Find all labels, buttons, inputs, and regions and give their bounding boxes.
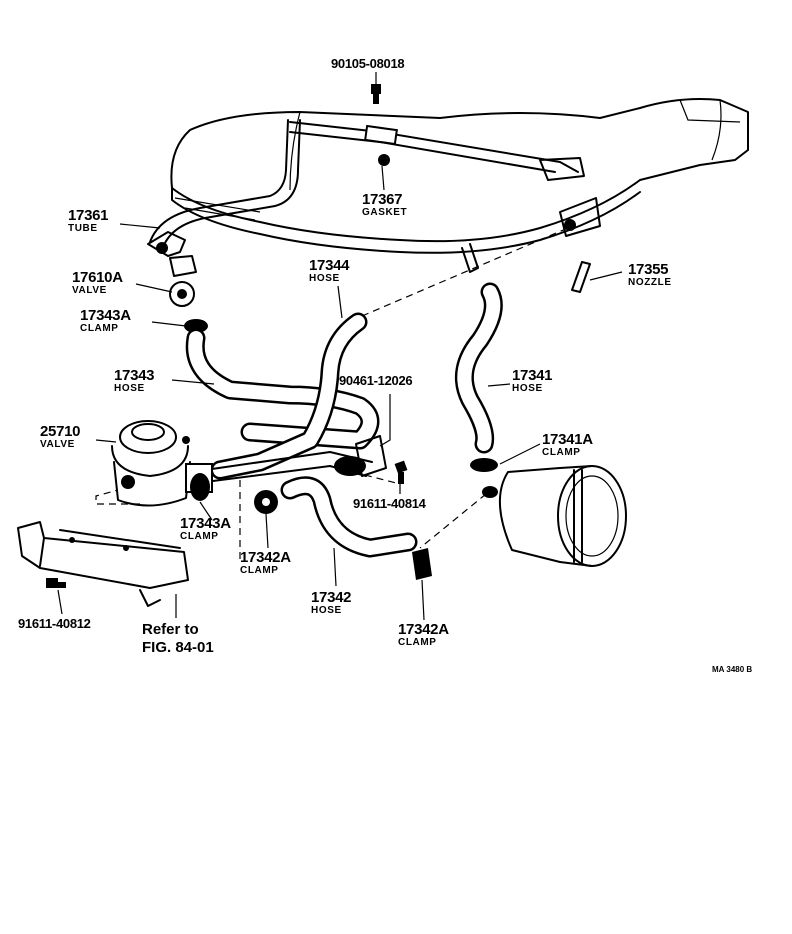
- hose-17341: [454, 282, 503, 454]
- part-label-17341a: 17341A CLAMP: [542, 432, 593, 458]
- nozzle: [571, 261, 591, 293]
- part-label-17342: 17342 HOSE: [311, 589, 352, 616]
- part-number: 17342A: [240, 549, 291, 566]
- hose-17342: [280, 476, 418, 558]
- bolt: [371, 84, 381, 104]
- part-label-90461-12026: 90461-12026: [339, 373, 413, 388]
- part-number: 17355: [628, 261, 669, 278]
- tube: [147, 119, 301, 257]
- part-name: NOZZLE: [628, 277, 672, 288]
- part-name: CLAMP: [80, 323, 119, 334]
- hose-17344: [210, 312, 368, 480]
- part-number: 91611-40812: [18, 616, 91, 631]
- part-label-17355: 17355 NOZZLE: [628, 262, 672, 288]
- part-label-17342a-right: 17342A CLAMP: [398, 622, 449, 648]
- part-name: HOSE: [512, 383, 543, 394]
- bolt-40814: [394, 460, 408, 484]
- part-number: 17343: [114, 367, 155, 384]
- clamp-upper: [184, 319, 208, 333]
- clamp-17341a: [470, 458, 498, 472]
- hose-bracket: [334, 435, 387, 477]
- part-number: 17342: [311, 589, 352, 606]
- part-label-17341: 17341 HOSE: [512, 367, 553, 394]
- part-number: 90105-08018: [331, 56, 405, 71]
- drawing-code: MA 3480 B: [712, 665, 753, 674]
- part-name: CLAMP: [240, 565, 279, 576]
- part-name: HOSE: [309, 273, 340, 284]
- check-valve: [156, 242, 197, 307]
- air-cleaner-housing: [170, 98, 749, 254]
- housing-strap: [289, 121, 585, 181]
- part-number: 17343A: [180, 515, 231, 532]
- part-label-17342a-left: 17342A CLAMP: [240, 550, 291, 576]
- dashed-alignment-lines: [95, 227, 569, 560]
- part-label-17367: 17367 GASKET: [362, 192, 407, 218]
- part-name: CLAMP: [398, 637, 437, 648]
- part-number: 91611-40814: [353, 496, 426, 511]
- part-label-17344: 17344 HOSE: [309, 257, 350, 284]
- part-number: 25710: [40, 423, 81, 440]
- part-label-91611-40812: 91611-40812: [18, 617, 91, 630]
- leader-lines: [57, 72, 623, 621]
- part-number: 17344: [309, 257, 350, 274]
- clamp-17342a-right: [412, 548, 432, 580]
- housing-port: [559, 197, 601, 237]
- part-name: TUBE: [68, 223, 98, 234]
- part-label-17361: 17361 TUBE: [68, 207, 109, 234]
- reference-line-1: Refer to: [142, 621, 199, 638]
- part-label-17610a: 17610A VALVE: [72, 270, 123, 296]
- part-number: 17367: [362, 191, 403, 208]
- air-pump: [482, 465, 627, 567]
- part-label-25710: 25710 VALVE: [40, 423, 81, 450]
- figure-reference: Refer to FIG. 84-01: [142, 622, 214, 655]
- mounting-bracket: [17, 521, 189, 607]
- part-number: 17342A: [398, 621, 449, 638]
- part-name: HOSE: [114, 383, 145, 394]
- part-label-90105-08018: 90105-08018: [331, 56, 405, 71]
- part-label-17343: 17343 HOSE: [114, 367, 155, 394]
- part-number: 17343A: [80, 307, 131, 324]
- part-number: 17341: [512, 367, 553, 384]
- part-number: 90461-12026: [339, 373, 413, 388]
- clamp-lower: [190, 473, 210, 501]
- part-number: 17341A: [542, 431, 593, 448]
- clamp-17342a-left: [254, 490, 278, 514]
- part-name: HOSE: [311, 605, 342, 616]
- part-name: VALVE: [72, 285, 107, 296]
- part-name: GASKET: [362, 207, 408, 218]
- part-number: 17610A: [72, 269, 123, 286]
- part-label-91611-40814: 91611-40814: [353, 497, 426, 510]
- part-label-17343a-upper: 17343A CLAMP: [80, 308, 131, 334]
- part-name: CLAMP: [180, 531, 219, 542]
- part-name: VALVE: [40, 439, 75, 450]
- reference-line-2: FIG. 84-01: [142, 639, 214, 656]
- part-label-17343a-lower: 17343A CLAMP: [180, 516, 231, 542]
- part-name: CLAMP: [542, 447, 581, 458]
- part-number: 17361: [68, 207, 109, 224]
